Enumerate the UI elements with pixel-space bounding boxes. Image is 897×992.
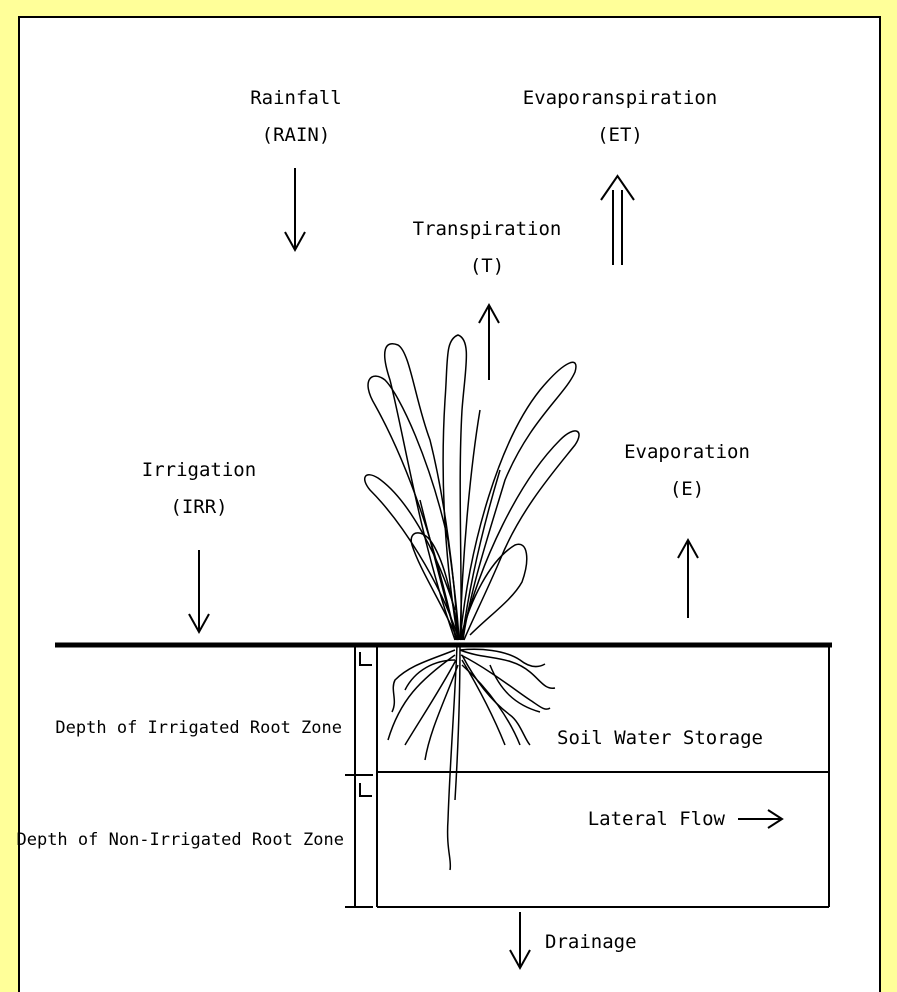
depth-non-irrigated-label: Depth of Non-Irrigated Root Zone [16, 830, 344, 850]
irr-abbr-label: (IRR) [170, 496, 227, 518]
plant-leaves [365, 335, 579, 640]
rainfall-arrow [285, 168, 305, 250]
plant-roots [388, 645, 555, 870]
depth-irrigated-label: Depth of Irrigated Root Zone [55, 718, 342, 738]
soil-water-storage-label: Soil Water Storage [557, 727, 763, 749]
transpiration-label: Transpiration [413, 218, 562, 240]
drainage-label: Drainage [545, 931, 637, 953]
et-double-arrow [601, 176, 634, 265]
lateral-flow-label: Lateral Flow [588, 808, 726, 830]
lateral-flow-arrow [738, 810, 782, 828]
evapotranspiration-label: Evaporanspiration [523, 87, 717, 109]
rain-abbr-label: (RAIN) [262, 124, 331, 146]
evaporation-arrow [678, 540, 698, 618]
t-abbr-label: (T) [470, 255, 504, 277]
depth-bracket [345, 645, 373, 907]
soil-box [377, 645, 829, 907]
irrigation-label: Irrigation [142, 459, 256, 481]
evaporation-label: Evaporation [624, 441, 750, 463]
irrigation-arrow [189, 550, 209, 632]
et-abbr-label: (ET) [597, 124, 643, 146]
drainage-arrow [510, 912, 530, 968]
e-abbr-label: (E) [670, 478, 704, 500]
rainfall-label: Rainfall [250, 87, 342, 109]
transpiration-arrow [479, 305, 499, 380]
